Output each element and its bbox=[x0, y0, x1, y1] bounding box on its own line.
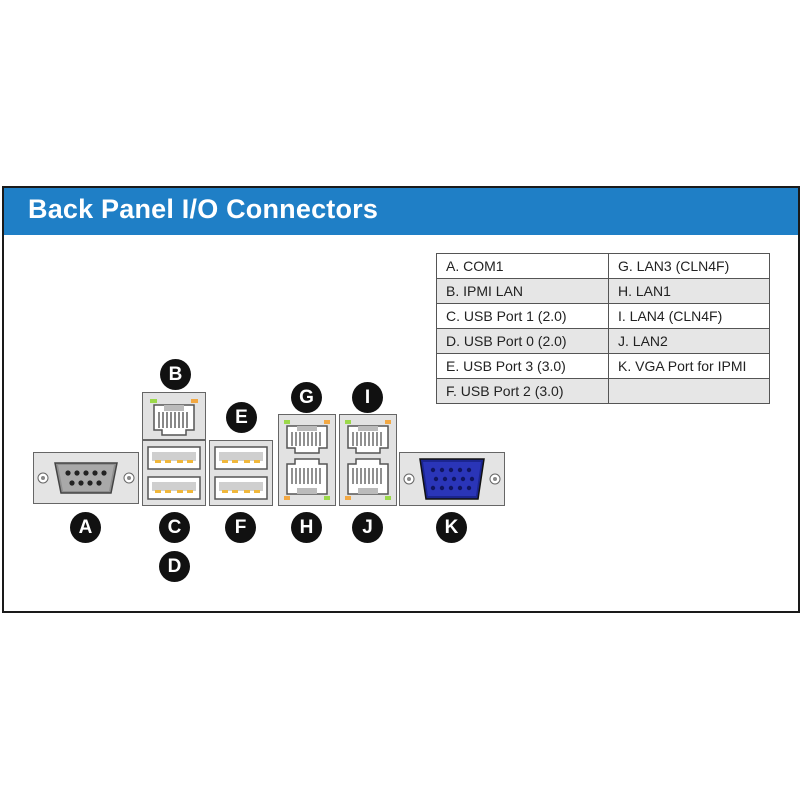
table-cell: E. USB Port 3 (3.0) bbox=[436, 353, 609, 379]
table-cell: K. VGA Port for IPMI bbox=[608, 353, 770, 379]
label-h: H bbox=[291, 512, 322, 543]
usb-port-icon bbox=[209, 440, 273, 506]
table-row: F. USB Port 2 (3.0) bbox=[436, 378, 770, 404]
table-cell: I. LAN4 (CLN4F) bbox=[608, 303, 770, 329]
rj45-port-icon bbox=[278, 414, 336, 506]
table-cell: F. USB Port 2 (3.0) bbox=[436, 378, 609, 404]
label-f: F bbox=[225, 512, 256, 543]
rj45-port-icon bbox=[339, 414, 397, 506]
table-cell: A. COM1 bbox=[436, 253, 609, 279]
table-row: C. USB Port 1 (2.0) I. LAN4 (CLN4F) bbox=[436, 303, 770, 329]
label-e: E bbox=[226, 402, 257, 433]
page-title: Back Panel I/O Connectors bbox=[28, 194, 379, 224]
label-j: J bbox=[352, 512, 383, 543]
table-cell bbox=[608, 378, 770, 404]
label-c: C bbox=[159, 512, 190, 543]
table-row: A. COM1 G. LAN3 (CLN4F) bbox=[436, 253, 770, 279]
table-cell: B. IPMI LAN bbox=[436, 278, 609, 304]
label-g: G bbox=[291, 382, 322, 413]
table-cell: D. USB Port 0 (2.0) bbox=[436, 328, 609, 354]
label-b: B bbox=[160, 359, 191, 390]
table-cell: C. USB Port 1 (2.0) bbox=[436, 303, 609, 329]
table-cell: J. LAN2 bbox=[608, 328, 770, 354]
rj45-port-icon bbox=[142, 392, 206, 440]
table-row: B. IPMI LAN H. LAN1 bbox=[436, 278, 770, 304]
label-i: I bbox=[352, 382, 383, 413]
label-a: A bbox=[70, 512, 101, 543]
title-bar: Back Panel I/O Connectors bbox=[4, 188, 798, 235]
table-row: E. USB Port 3 (3.0) K. VGA Port for IPMI bbox=[436, 353, 770, 379]
label-d: D bbox=[159, 551, 190, 582]
table-row: D. USB Port 0 (2.0) J. LAN2 bbox=[436, 328, 770, 354]
label-k: K bbox=[436, 512, 467, 543]
usb-port-icon bbox=[142, 440, 206, 506]
com-port-icon bbox=[33, 452, 139, 504]
table-cell: G. LAN3 (CLN4F) bbox=[608, 253, 770, 279]
table-cell: H. LAN1 bbox=[608, 278, 770, 304]
connector-legend-table: A. COM1 G. LAN3 (CLN4F) B. IPMI LAN H. L… bbox=[436, 253, 770, 404]
vga-port-icon bbox=[399, 452, 505, 506]
